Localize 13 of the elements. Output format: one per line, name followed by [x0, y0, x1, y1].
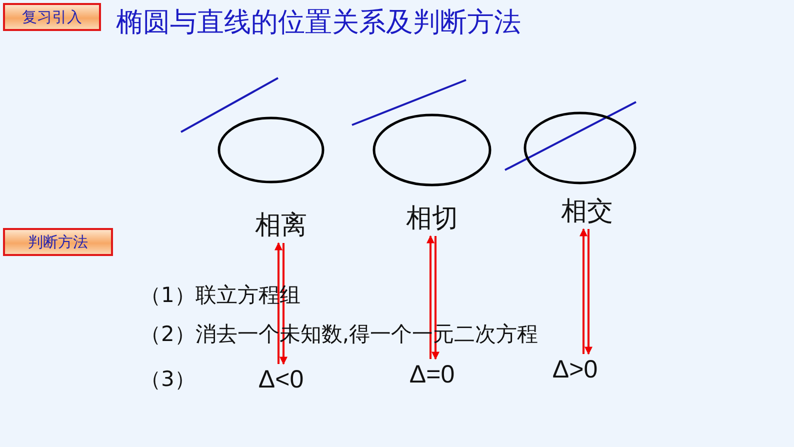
double-arrow	[426, 235, 440, 360]
discriminant-condition: Δ=0	[409, 361, 455, 389]
discriminant-condition: Δ<0	[258, 366, 304, 394]
relation-label: 相交	[561, 198, 613, 226]
section-tag: 复习引入	[3, 3, 101, 31]
section-tag: 判断方法	[3, 228, 113, 256]
step-text: （3）	[140, 368, 196, 392]
relation-label: 相离	[255, 212, 307, 240]
relation-label: 相切	[406, 204, 458, 234]
discriminant-condition: Δ>0	[552, 356, 598, 384]
double-arrow	[274, 242, 288, 365]
title: 椭圆与直线的位置关系及判断方法	[116, 6, 521, 40]
double-arrow	[580, 228, 592, 355]
